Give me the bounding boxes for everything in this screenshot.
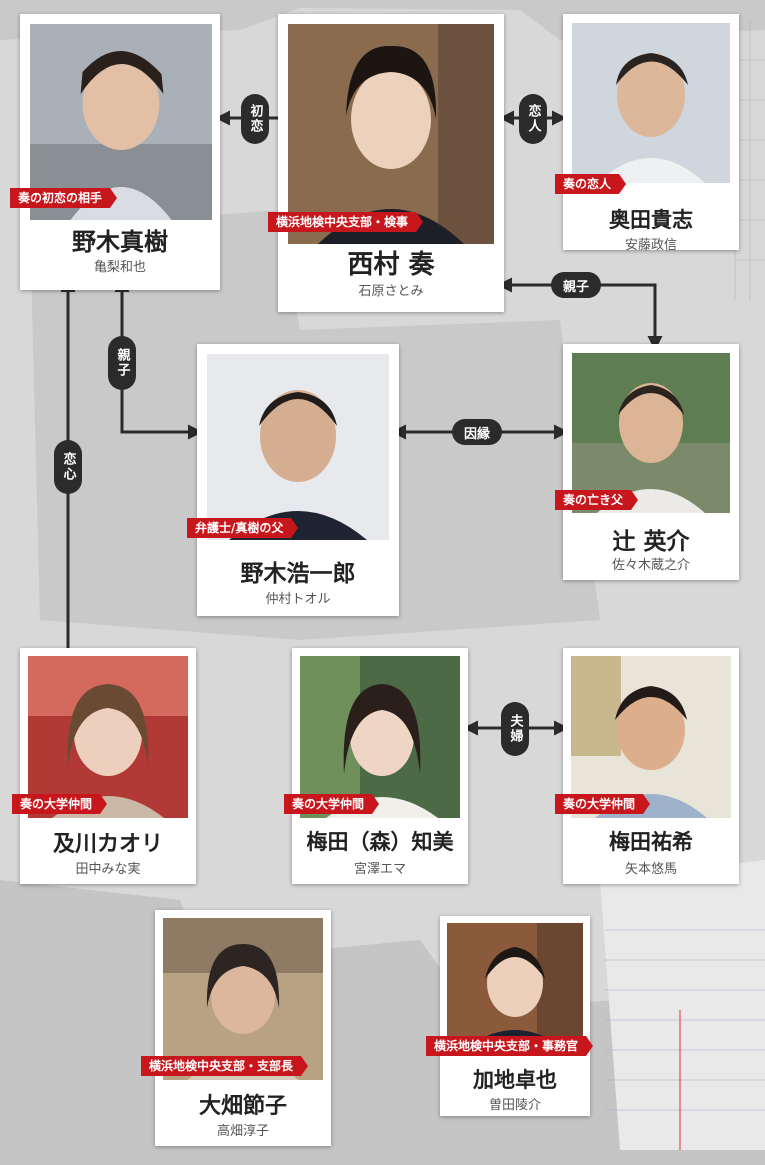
name-oohata-setsuko: 大畑節子	[198, 1093, 287, 1119]
character-card-noki-maki[interactable]: 奏の初恋の相手 野木真樹 亀梨和也	[10, 14, 220, 290]
relation-first-love: 初恋	[241, 94, 269, 144]
actor-noki-kouichirou: 仲村トオル	[265, 592, 331, 607]
character-card-tsuji-eisuke[interactable]: 奏の亡き父 辻 英介 佐々木蔵之介	[555, 344, 739, 580]
actor-noki-maki: 亀梨和也	[93, 260, 146, 275]
actor-kaji-takuya: 曽田陵介	[488, 1098, 541, 1113]
name-umeda-yuki: 梅田祐希	[609, 829, 693, 854]
character-card-kaji-takuya[interactable]: 横浜地検中央支部・事務官 加地卓也 曽田陵介	[426, 916, 594, 1116]
role-tag-noki-maki: 奏の初恋の相手	[10, 188, 118, 208]
role-tag-noki-kouichirou: 弁護士/真樹の父	[187, 518, 299, 538]
name-okuda-takashi: 奥田貴志	[609, 207, 693, 232]
character-card-oohata-setsuko[interactable]: 横浜地検中央支部・支部長 大畑節子 高畑淳子	[141, 910, 331, 1146]
photo-nishimura-kanade	[288, 24, 494, 244]
photo-oohata-setsuko	[163, 918, 323, 1080]
actor-tsuji-eisuke: 佐々木蔵之介	[611, 558, 690, 573]
photo-tsuji-eisuke	[572, 353, 730, 513]
role-tag-okuda-takashi: 奏の恋人	[555, 174, 627, 194]
actor-oikawa-kaori: 田中みな実	[75, 862, 141, 877]
role-tag-oikawa-kaori: 奏の大学仲間	[12, 794, 108, 814]
name-tsuji-eisuke: 辻 英介	[612, 528, 690, 555]
actor-nishimura-kanade: 石原さとみ	[358, 284, 424, 299]
relation-parent-kanade: 親子	[551, 272, 602, 298]
line-parent-noki	[114, 277, 203, 440]
photo-okuda-takashi	[572, 23, 730, 183]
name-noki-maki: 野木真樹	[72, 227, 168, 256]
role-tag-nishimura-kanade: 横浜地検中央支部・検事	[268, 212, 424, 232]
relation-married: 夫婦	[501, 702, 529, 756]
name-noki-kouichirou: 野木浩一郎	[240, 560, 356, 587]
character-card-okuda-takashi[interactable]: 奏の恋人 奥田貴志 安藤政信	[555, 14, 739, 253]
character-card-umeda-yuki[interactable]: 奏の大学仲間 梅田祐希 矢本悠馬	[555, 648, 739, 884]
name-kaji-takuya: 加地卓也	[473, 1067, 557, 1092]
character-card-nishimura-kanade[interactable]: 横浜地検中央支部・検事 西村 奏 石原さとみ	[268, 14, 504, 312]
name-umeda-tomomi: 梅田（森）知美	[306, 829, 454, 854]
photo-umeda-yuki	[571, 656, 731, 818]
actor-umeda-yuki: 矢本悠馬	[624, 862, 677, 877]
relation-parent-noki: 親子	[108, 336, 136, 390]
role-tag-umeda-yuki: 奏の大学仲間	[555, 794, 651, 814]
character-card-oikawa-kaori[interactable]: 奏の大学仲間 及川カオリ 田中みな実	[12, 648, 196, 884]
character-card-umeda-tomomi[interactable]: 奏の大学仲間 梅田（森）知美 宮澤エマ	[284, 648, 468, 884]
role-tag-tsuji-eisuke: 奏の亡き父	[555, 490, 639, 510]
role-tag-oohata-setsuko: 横浜地検中央支部・支部長	[141, 1056, 309, 1076]
relation-fate: 因縁	[452, 419, 503, 445]
role-tag-umeda-tomomi: 奏の大学仲間	[284, 794, 380, 814]
relation-affection: 恋心	[54, 440, 82, 494]
name-nishimura-kanade: 西村 奏	[347, 250, 435, 280]
photo-kaji-takuya	[447, 923, 583, 1049]
actor-umeda-tomomi: 宮澤エマ	[353, 862, 406, 877]
photo-noki-kouichirou	[207, 354, 389, 540]
character-card-noki-kouichirou[interactable]: 弁護士/真樹の父 野木浩一郎 仲村トオル	[187, 344, 399, 616]
relation-lovers: 恋人	[519, 94, 547, 144]
role-tag-kaji-takuya: 横浜地検中央支部・事務官	[426, 1036, 594, 1056]
actor-oohata-setsuko: 高畑淳子	[216, 1124, 269, 1139]
name-oikawa-kaori: 及川カオリ	[52, 831, 163, 857]
actor-okuda-takashi: 安藤政信	[624, 238, 677, 253]
photo-oikawa-kaori	[28, 656, 188, 818]
